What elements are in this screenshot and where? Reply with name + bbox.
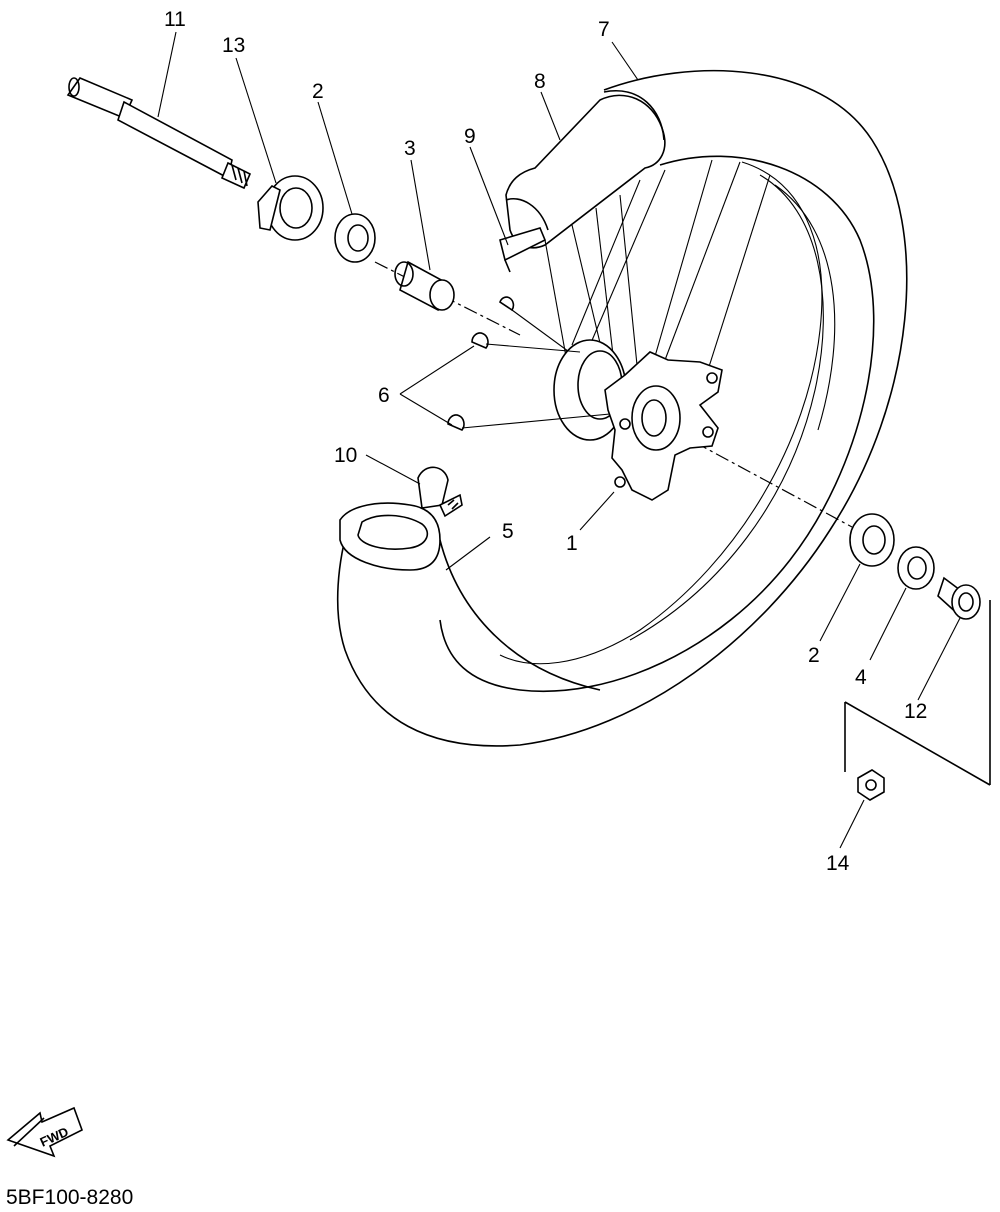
inner-tube [339,502,601,691]
callout-8: 8 [534,70,546,93]
spacer [394,260,455,312]
callout-2-left: 2 [312,80,324,103]
callout-6: 6 [378,384,390,407]
callout-13: 13 [222,34,245,57]
rim-band [505,90,666,249]
callout-11: 11 [164,8,186,31]
valve-stem [417,466,463,518]
axle [66,77,252,190]
callout-1: 1 [566,532,578,555]
diagram-code: 5BF100-8280 [6,1186,133,1209]
leader-lines [157,31,961,849]
callout-14: 14 [826,852,850,875]
rim-lock [499,227,547,273]
spoke-nipples [447,296,611,431]
bearing-left [334,213,376,263]
callout-12: 12 [904,700,927,723]
callout-2-right: 2 [808,644,820,667]
bearing-right [849,513,895,567]
callout-numbers: 1 2 2 3 4 5 6 7 8 9 10 11 12 13 14 [164,8,927,875]
wheel-hub [553,339,723,501]
forward-arrow-icon: FWD [6,1106,83,1158]
callout-4: 4 [855,666,867,689]
callout-7: 7 [598,18,610,41]
axle-nut [844,600,991,801]
collar [257,175,324,241]
oil-seal [897,546,935,590]
callout-5: 5 [502,520,514,543]
collar-right [937,576,981,620]
callout-9: 9 [464,125,476,148]
tire [336,69,908,747]
callout-10: 10 [334,444,357,467]
callout-3: 3 [404,137,416,160]
